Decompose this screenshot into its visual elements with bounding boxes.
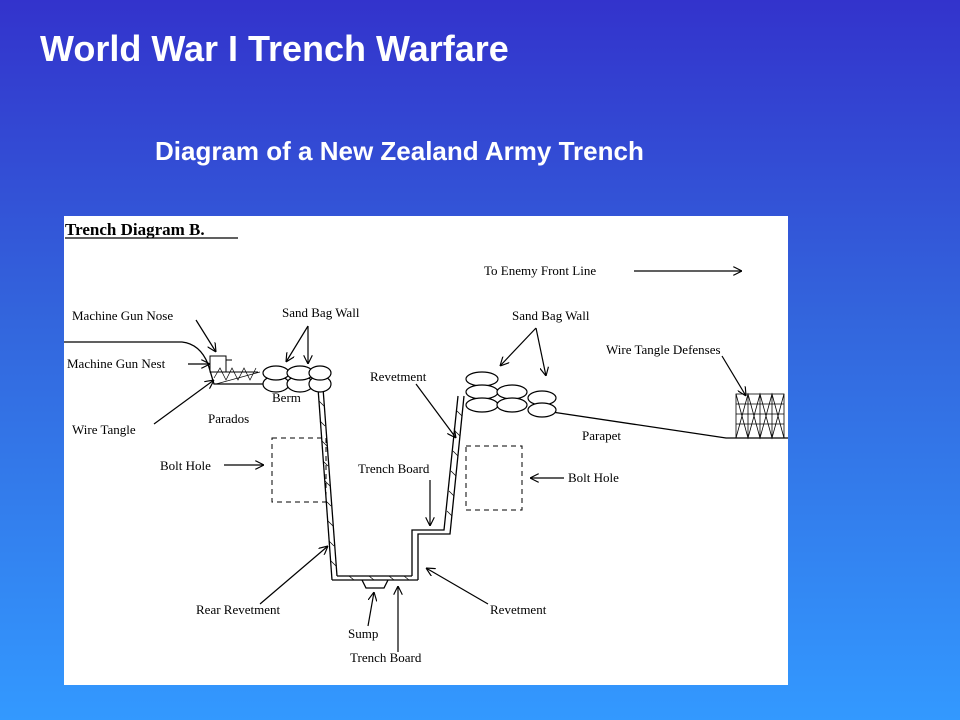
label-wire-tangle-defenses: Wire Tangle Defenses (606, 342, 721, 357)
bolt-hole-right (465, 445, 523, 511)
label-rear-revetment: Rear Revetment (196, 602, 280, 617)
label-bolt-hole-right: Bolt Hole (568, 470, 619, 485)
sand-bag-wall-left (262, 365, 332, 393)
label-arrows (153, 271, 746, 652)
revetment-hatching (318, 400, 463, 581)
label-sand-bag-wall-left: Sand Bag Wall (282, 305, 360, 320)
slide-subtitle: Diagram of a New Zealand Army Trench (155, 136, 644, 166)
label-wire-tangle: Wire Tangle (72, 422, 136, 437)
trench-diagram: Trench Diagram B. (64, 216, 788, 685)
diagram-heading: Trench Diagram B. (65, 220, 205, 239)
machine-gun-nest (209, 355, 261, 385)
label-bolt-hole-left: Bolt Hole (160, 458, 211, 473)
label-revetment-upper: Revetment (370, 369, 427, 384)
label-enemy-line: To Enemy Front Line (484, 263, 596, 278)
label-parapet: Parapet (582, 428, 621, 443)
label-sand-bag-wall-right: Sand Bag Wall (512, 308, 590, 323)
label-parados: Parados (208, 411, 249, 426)
bolt-hole-left (271, 437, 327, 503)
label-trench-board-upper: Trench Board (358, 461, 430, 476)
label-trench-board-lower: Trench Board (350, 650, 422, 665)
slide-title: World War I Trench Warfare (40, 28, 509, 69)
label-sump: Sump (348, 626, 378, 641)
label-machine-gun-nose: Machine Gun Nose (72, 308, 173, 323)
label-berm: Berm (272, 390, 301, 405)
sand-bag-wall-right (465, 371, 557, 418)
wire-tangle-defenses (735, 392, 785, 440)
label-revetment-lower: Revetment (490, 602, 547, 617)
label-machine-gun-nest: Machine Gun Nest (67, 356, 166, 371)
